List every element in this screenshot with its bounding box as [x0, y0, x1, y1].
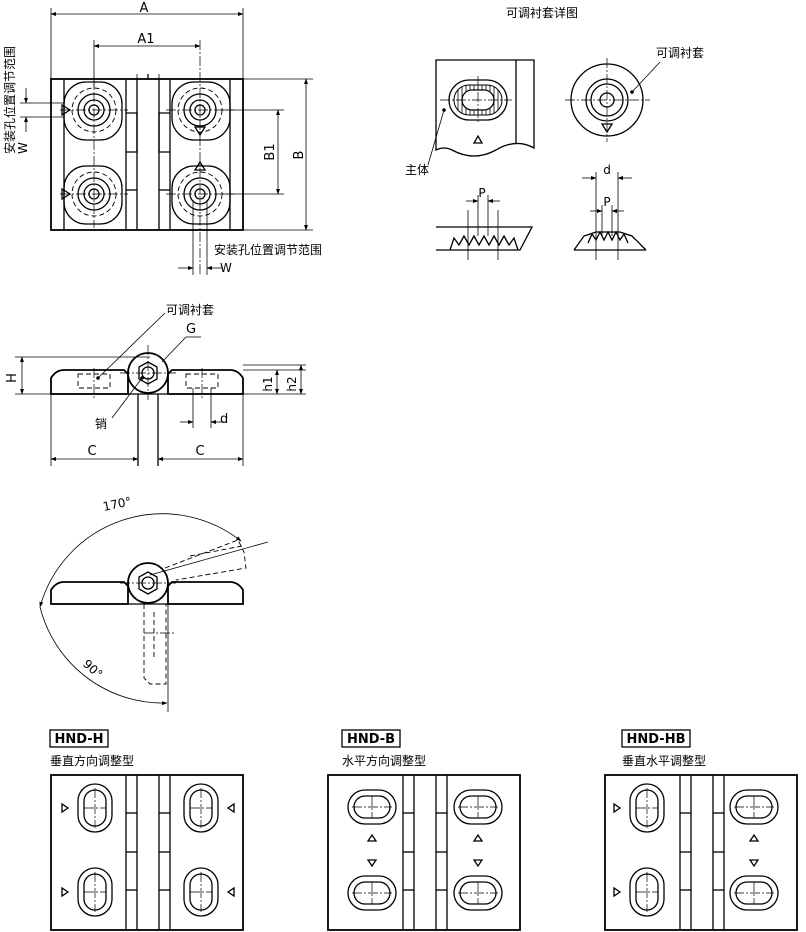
range-label-left: 安装孔位置调节范围 — [2, 46, 17, 154]
variant-code-3: HND-HB — [627, 732, 686, 747]
h1-label: h1 — [261, 376, 275, 391]
h2-label: h2 — [285, 376, 299, 391]
g-label: G — [186, 322, 196, 337]
detail-bushing-label: 可调衬套 — [656, 46, 704, 60]
range-label-right: 安装孔位置调节范围 — [214, 242, 322, 257]
top-view: A A1 B B1 安装孔位置调节范围 W 安装孔位置调节范围 W — [2, 1, 322, 275]
variant-hnd-hb: HND-HB 垂直水平调整型 — [604, 729, 798, 931]
dim-b1-label: B1 — [263, 143, 278, 160]
variant-code-2: HND-B — [347, 732, 395, 747]
hole-top-left — [63, 81, 123, 141]
h-label: H — [5, 373, 20, 383]
variant-hnd-h: HND-H 垂直方向调整型 — [49, 729, 244, 931]
body-label: 主体 — [405, 163, 429, 177]
variant-code-1: HND-H — [54, 732, 103, 747]
dim-a-label: A — [140, 1, 149, 16]
variant-desc-3: 垂直水平调整型 — [622, 753, 706, 768]
hole-bottom-left — [63, 165, 123, 225]
d-detail-label: d — [603, 163, 611, 177]
w-right-label: W — [220, 261, 232, 275]
variant-desc-1: 垂直方向调整型 — [50, 753, 134, 768]
w-left-label: W — [16, 142, 30, 154]
bushing-detail: 可调衬套详图 主体 可调衬套 P — [405, 5, 704, 260]
p-left-label: P — [478, 186, 485, 200]
dim-b-label: B — [292, 151, 307, 160]
side-bushing-label: 可调衬套 — [166, 303, 214, 317]
side-view: H h1 h2 d C C 可调衬套 G 销 — [5, 303, 306, 466]
hole-bottom-right — [171, 165, 231, 225]
c-right-label: C — [195, 444, 204, 459]
p-right-label: P — [603, 195, 610, 209]
dim-a1-label: A1 — [137, 32, 154, 47]
variant-desc-2: 水平方向调整型 — [342, 753, 426, 768]
pin-label: 销 — [95, 417, 107, 431]
variant-hnd-b: HND-B 水平方向调整型 — [327, 729, 521, 931]
angle-90-label: 90° — [80, 657, 105, 682]
hole-top-right — [171, 81, 231, 141]
rotation-view: 170° 90° — [39, 494, 269, 712]
angle-170-label: 170° — [102, 494, 133, 514]
detail-title: 可调衬套详图 — [506, 5, 578, 20]
c-left-label: C — [87, 444, 96, 459]
d-side-label: d — [220, 412, 228, 427]
